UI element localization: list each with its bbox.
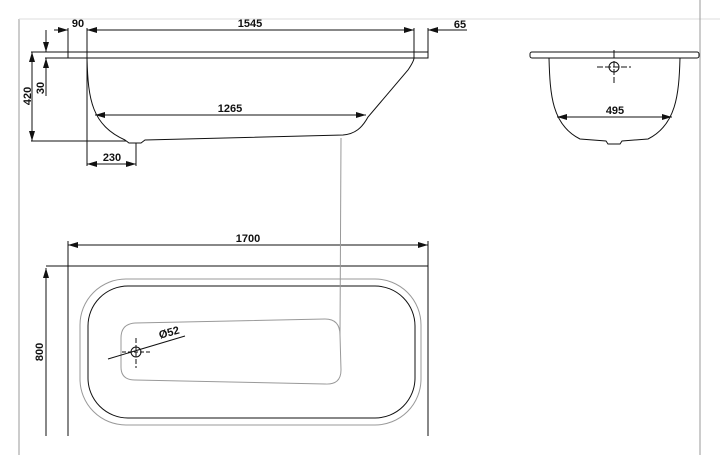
side-rim bbox=[67, 51, 429, 59]
dim-height-label: 420 bbox=[22, 87, 34, 105]
plan-view: 1700 800 Ø52 bbox=[34, 137, 429, 436]
dim-inner-length-label: 1545 bbox=[238, 18, 262, 30]
dim-width-label: 800 bbox=[34, 343, 46, 361]
dim-length-label: 1700 bbox=[236, 233, 260, 245]
dim-drain-offset-label: 230 bbox=[103, 152, 121, 164]
end-view: 495 bbox=[529, 50, 700, 145]
side-view: 90 1545 65 420 30 1265 230 bbox=[22, 18, 467, 167]
tub-inner-edge bbox=[87, 285, 416, 419]
dim-bottom-length-label: 1265 bbox=[218, 103, 242, 115]
side-body-outline bbox=[86, 57, 415, 144]
dim-rim-thickness-label: 30 bbox=[35, 82, 47, 94]
dim-rim-right-label: 65 bbox=[454, 19, 466, 31]
tub-outer-edge bbox=[79, 278, 422, 426]
dim-rim-left-label: 90 bbox=[72, 18, 84, 30]
end-body-outline bbox=[548, 57, 681, 145]
tub-basin-floor bbox=[120, 137, 342, 385]
dim-drain-diameter-label: Ø52 bbox=[158, 325, 181, 342]
dim-bottom-width-label: 495 bbox=[606, 105, 624, 117]
